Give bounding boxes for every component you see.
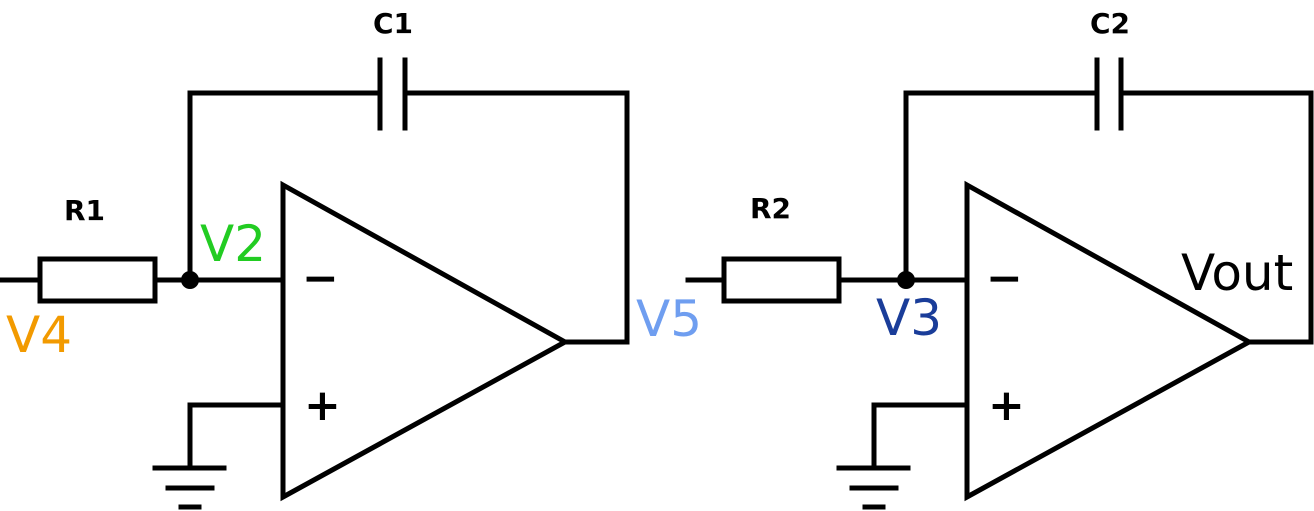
capacitor-c1 [377,57,408,131]
opamp-u1-noninverting-sign: + [304,380,341,431]
ground-symbol-1 [152,465,227,510]
net-label-vout: Vout [1181,244,1293,302]
opamp-u2 [964,180,1255,502]
label-c2: C2 [1090,7,1130,40]
net-label-v3: V3 [876,289,942,347]
opamp-u1-inverting-sign: − [302,253,339,304]
wire-ground-1 [187,402,286,471]
integrator-stage-1: − + R1 C1 V2 V4 V5 [0,7,702,510]
resistor-r1 [37,256,158,304]
net-label-v5: V5 [636,290,702,348]
label-r1: R1 [64,194,105,227]
capacitor-c2 [1094,57,1124,131]
net-label-v2: V2 [200,215,266,273]
wire-feedback-1 [187,90,630,345]
label-r2: R2 [750,192,791,225]
opamp-u2-inverting-sign: − [986,253,1023,304]
integrator-stage-2: − + R2 C2 V3 Vout [685,7,1314,510]
net-label-v4: V4 [6,306,72,364]
label-c1: C1 [373,7,413,40]
ground-symbol-2 [836,465,911,510]
opamp-u1 [280,180,571,502]
wire-feedback-2 [903,90,1314,345]
resistor-r2 [721,256,842,304]
wire-ground-2 [871,402,970,471]
opamp-u2-noninverting-sign: + [988,380,1025,431]
